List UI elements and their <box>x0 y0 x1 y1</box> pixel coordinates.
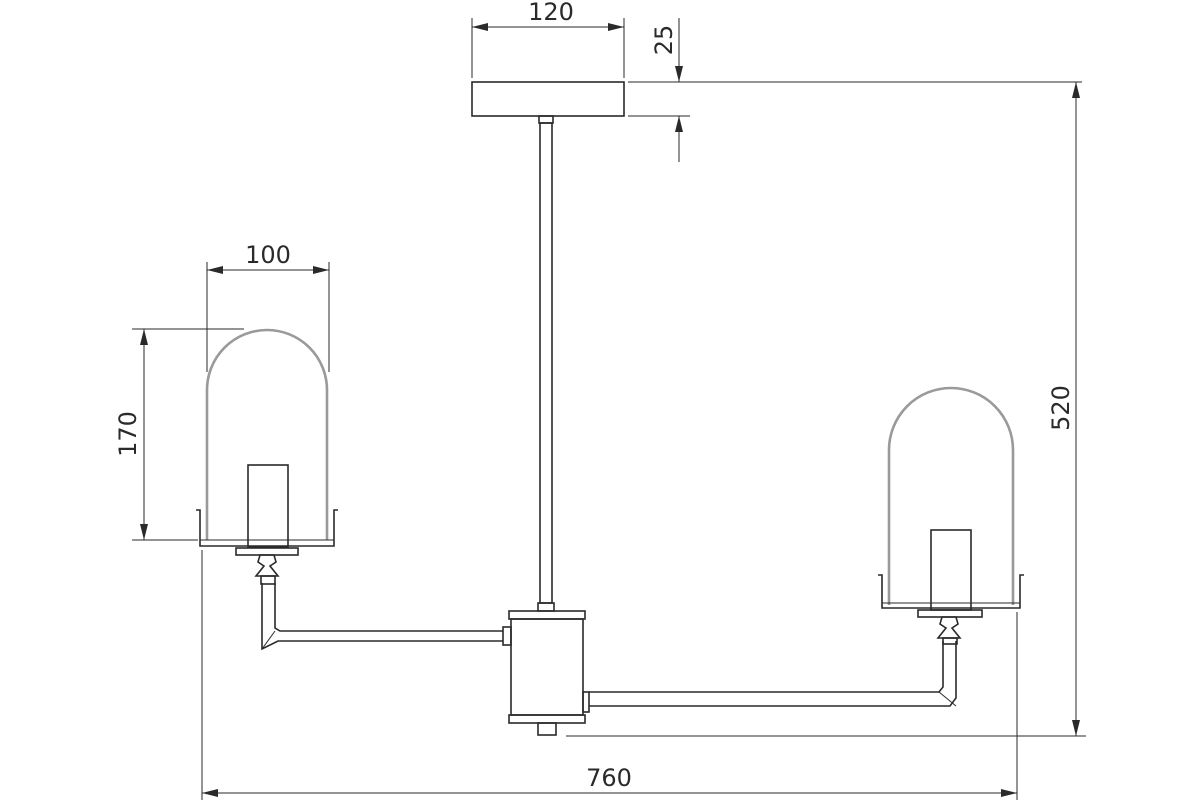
center-hub <box>502 610 590 736</box>
dimension-canopy-width: 120 <box>471 0 625 78</box>
left-glass-shade <box>205 328 329 540</box>
total-width-label: 760 <box>586 764 632 792</box>
right-shade-holder <box>878 574 1024 609</box>
left-bulb-socket <box>247 464 289 548</box>
left-lamp <box>196 328 338 585</box>
total-height-label: 520 <box>1047 385 1075 431</box>
left-shade-holder <box>196 509 338 547</box>
right-glass-shade <box>887 386 1015 605</box>
right-arm <box>589 641 957 707</box>
shade-width-label: 100 <box>245 241 291 269</box>
canopy-width-label: 120 <box>528 0 574 26</box>
dimension-total-height: 520 <box>566 82 1086 737</box>
shade-height-label: 170 <box>114 411 142 457</box>
ceiling-canopy <box>471 81 625 117</box>
dimension-shade-height: 170 <box>114 328 244 541</box>
dimension-canopy-height: 25 <box>628 18 1082 162</box>
left-arm <box>261 583 503 651</box>
dimension-total-width: 760 <box>201 550 1018 800</box>
canopy-height-label: 25 <box>650 25 678 56</box>
right-lamp <box>878 386 1024 645</box>
down-rod <box>537 115 555 612</box>
dimension-shade-width: 100 <box>206 241 330 372</box>
